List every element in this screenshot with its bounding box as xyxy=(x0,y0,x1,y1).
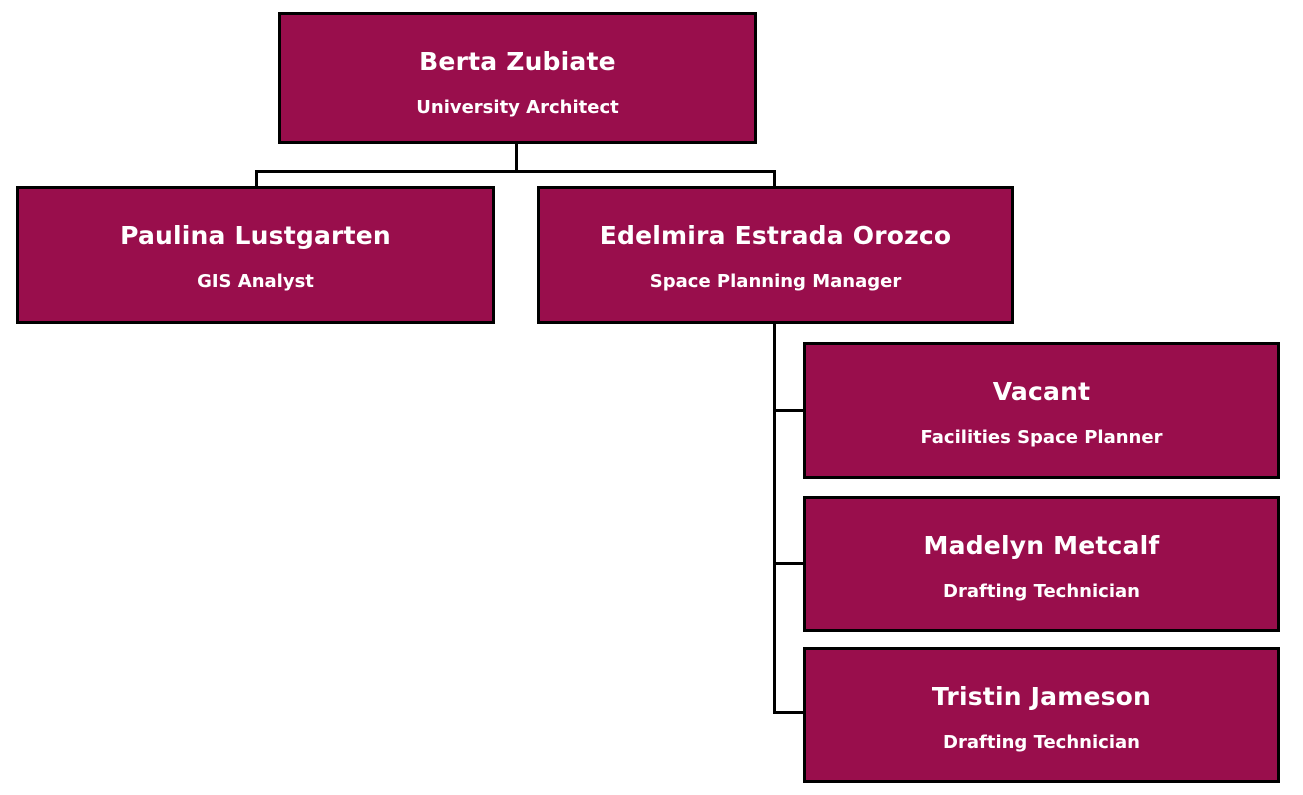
job-title: University Architect xyxy=(416,97,619,118)
org-node-madelyn-metcalf[interactable]: Madelyn Metcalf Drafting Technician xyxy=(803,496,1280,632)
person-name: Madelyn Metcalf xyxy=(923,531,1160,560)
person-name: Edelmira Estrada Orozco xyxy=(599,221,952,250)
person-name: Berta Zubiate xyxy=(419,47,616,76)
org-node-paulina-lustgarten[interactable]: Paulina Lustgarten GIS Analyst xyxy=(16,186,495,324)
connector-stub-to-tristin xyxy=(773,711,803,714)
connector-stub-to-vacant xyxy=(773,409,803,412)
job-title: Space Planning Manager xyxy=(649,271,902,292)
job-title: Drafting Technician xyxy=(943,732,1140,753)
connector-stub-to-madelyn xyxy=(773,562,803,565)
job-title: GIS Analyst xyxy=(197,271,314,292)
connector-root-children-rail xyxy=(255,170,776,173)
job-title: Drafting Technician xyxy=(943,581,1140,602)
connector-rail-to-edelmira xyxy=(773,170,776,186)
org-node-tristin-jameson[interactable]: Tristin Jameson Drafting Technician xyxy=(803,647,1280,783)
person-name: Vacant xyxy=(992,377,1091,406)
person-name: Paulina Lustgarten xyxy=(120,221,391,250)
org-node-vacant-facilities-space-planner[interactable]: Vacant Facilities Space Planner xyxy=(803,342,1280,479)
job-title: Facilities Space Planner xyxy=(920,427,1163,448)
person-name: Tristin Jameson xyxy=(931,682,1152,711)
connector-edelmira-children-drop xyxy=(773,324,776,714)
connector-rail-to-paulina xyxy=(255,170,258,186)
connector-root-drop xyxy=(515,144,518,173)
org-node-edelmira-estrada-orozco[interactable]: Edelmira Estrada Orozco Space Planning M… xyxy=(537,186,1014,324)
org-node-berta-zubiate[interactable]: Berta Zubiate University Architect xyxy=(278,12,757,144)
